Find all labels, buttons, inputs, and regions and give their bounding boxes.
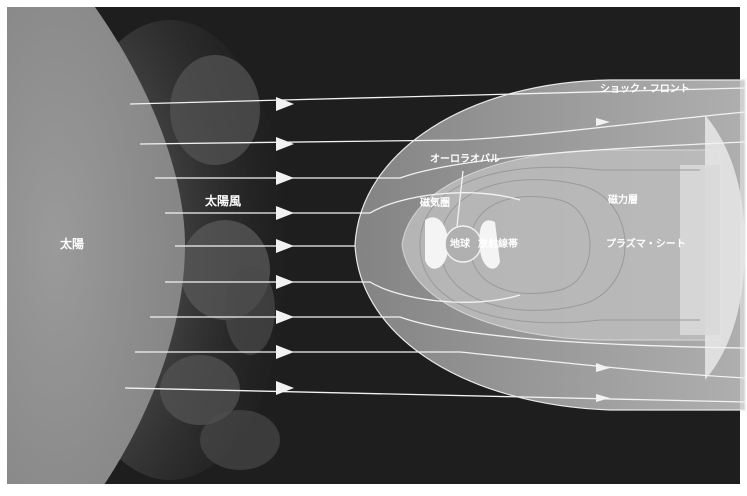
auroral-oval-label: オーロラオバル [430, 153, 500, 165]
magnetosheath-label: 磁力層 [608, 193, 638, 206]
earth-label: 地球 [450, 237, 471, 250]
plasma-sheet-label: プラズマ・シート [606, 237, 686, 250]
sun-label: 太陽 [60, 236, 84, 251]
magnetosphere-label: 磁気圏 [420, 196, 450, 209]
shock-front-label: ショック・フロント [600, 83, 690, 95]
solar-wind-label: 太陽風 [205, 193, 241, 208]
radiation-belt-label: 放射線帯 [477, 237, 518, 250]
